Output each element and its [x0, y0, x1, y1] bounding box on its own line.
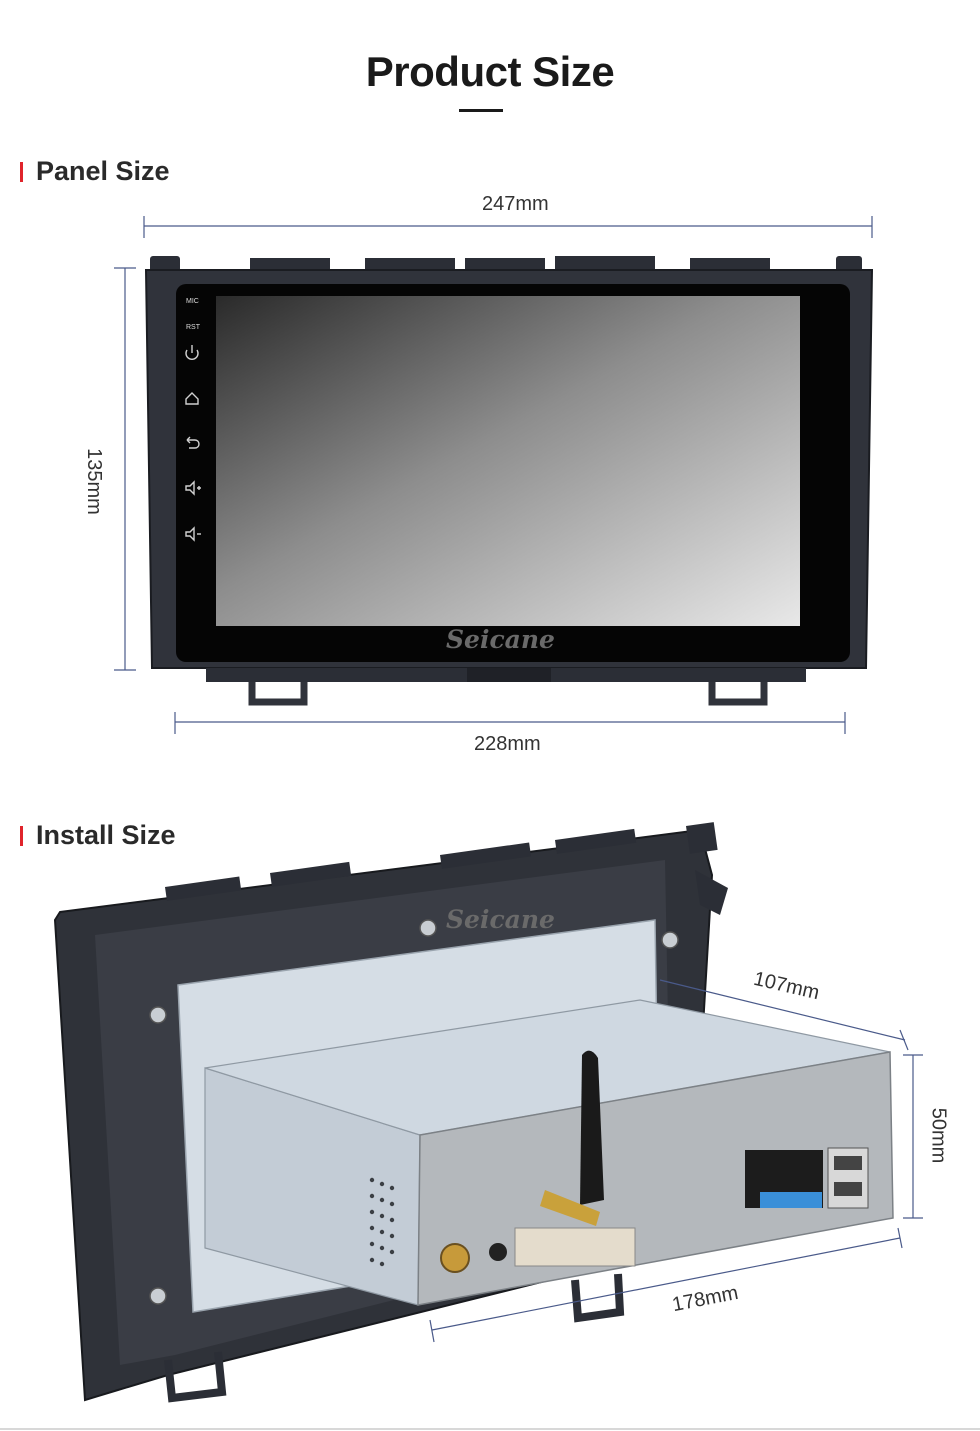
panel-illustration: [114, 216, 874, 734]
panel-bottom-width-label: 228mm: [474, 733, 541, 755]
panel-side-icons: [185, 345, 201, 542]
volume-down-icon: [185, 526, 201, 542]
harness-connectors: [514, 1227, 636, 1267]
vent-holes: [369, 1177, 395, 1267]
page-title: Product Size: [365, 48, 615, 95]
home-icon: [185, 392, 199, 405]
heading-accent-bar: [20, 161, 23, 182]
install-height-dimension: [903, 1054, 923, 1219]
mic-label: MIC: [186, 298, 199, 305]
install-height-label: 50mm: [927, 1107, 950, 1164]
install-depth-dimension: [659, 979, 909, 1051]
panel-screen: [216, 296, 800, 626]
fuse-connector: [760, 1192, 822, 1208]
panel-bottom-brackets: [248, 668, 768, 706]
panel-width-label: 247mm: [482, 193, 549, 215]
panel-brand-logo: Seicane: [446, 625, 555, 654]
heading-accent-bar: [20, 825, 23, 846]
panel-size-heading-text: Panel Size: [36, 156, 170, 186]
panel-top-tabs: [150, 256, 862, 272]
mount-screws: [149, 919, 679, 1305]
title-underline: [459, 109, 503, 112]
install-size-heading: Install Size: [20, 820, 176, 851]
panel-width-dimension: [143, 216, 873, 238]
install-width-dimension: [429, 1227, 903, 1343]
power-icon: [185, 345, 199, 360]
panel-size-heading: Panel Size: [20, 156, 170, 187]
panel-height-dimension: [114, 267, 136, 671]
volume-up-icon: [185, 480, 201, 496]
antenna-socket: [440, 1243, 470, 1273]
antenna-icon: [580, 1050, 604, 1205]
rst-label: RST: [186, 324, 200, 331]
install-size-heading-text: Install Size: [36, 820, 176, 850]
panel-bottom-dimension: [174, 712, 846, 734]
back-icon: [186, 436, 200, 449]
install-brand-logo: Seicane: [446, 905, 555, 934]
